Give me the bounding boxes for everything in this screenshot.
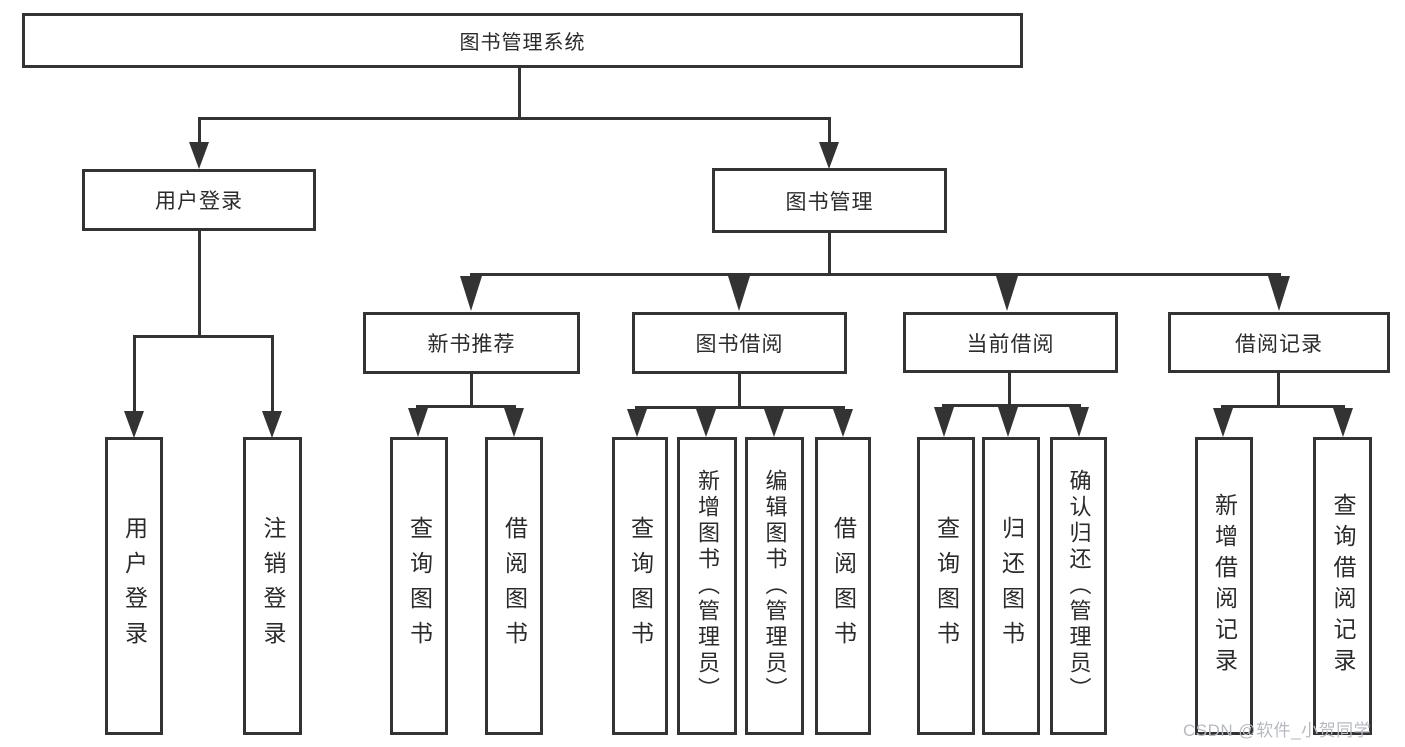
- connector-vline: [1277, 373, 1280, 407]
- node-user-login: 用户登录: [82, 169, 316, 231]
- leaf-add-borrow-record: 新增借阅记录: [1195, 437, 1253, 735]
- arrowhead-down: [124, 411, 144, 438]
- node-label: 借阅图书: [501, 516, 528, 656]
- connector-vline: [470, 374, 473, 407]
- node-label: 图书借阅: [695, 333, 784, 356]
- leaf-query-books-recommend: 查询图书: [390, 437, 448, 735]
- arrowhead-down: [998, 407, 1018, 437]
- arrowhead-down: [764, 409, 784, 437]
- node-label: 用户登录: [121, 516, 148, 656]
- arrowhead-down: [504, 408, 524, 437]
- leaf-query-books-current: 查询图书: [917, 437, 975, 735]
- csdn-watermark: CSDN @软件_小贺同学: [1183, 721, 1372, 740]
- leaf-query-books-borrow: 查询图书: [612, 437, 668, 735]
- connector-vline: [1008, 373, 1011, 406]
- connector-hline: [416, 405, 516, 408]
- leaf-borrow-books-recommend: 借阅图书: [485, 437, 543, 735]
- node-label: 新书推荐: [427, 333, 516, 356]
- node-label: 注销登录: [260, 516, 286, 656]
- arrowhead-down: [833, 409, 853, 437]
- arrowhead-down: [262, 411, 282, 438]
- connector-vline: [518, 68, 521, 118]
- arrowhead-down: [1268, 276, 1290, 311]
- leaf-return-books: 归还图书: [982, 437, 1040, 735]
- node-book-borrow: 图书借阅: [632, 312, 847, 374]
- arrowhead-down: [408, 408, 428, 437]
- node-label: 查询图书: [406, 516, 433, 656]
- leaf-borrow-books: 借阅图书: [815, 437, 871, 735]
- connector-hline: [942, 404, 1081, 407]
- node-book-management: 图书管理: [712, 168, 947, 233]
- connector-hline: [470, 273, 1281, 276]
- node-library-management-system: 图书管理系统: [22, 13, 1023, 68]
- node-label: 确认归还（管理员）: [1066, 469, 1092, 703]
- leaf-user-login: 用户登录: [105, 437, 163, 735]
- arrowhead-down: [1213, 408, 1233, 437]
- node-label: 用户登录: [155, 190, 243, 213]
- node-label: 借阅图书: [830, 516, 857, 656]
- node-label: 新增图书（管理员）: [695, 469, 720, 703]
- node-label: 编辑图书（管理员）: [762, 469, 788, 703]
- arrowhead-down: [696, 409, 716, 437]
- connector-vline: [828, 117, 831, 144]
- connector-vline: [271, 335, 274, 413]
- node-label: 新增借阅记录: [1211, 493, 1238, 679]
- leaf-add-books-admin: 新增图书（管理员）: [677, 437, 737, 735]
- connector-vline: [133, 335, 136, 413]
- node-label: 当前借阅: [966, 332, 1055, 356]
- leaf-edit-books-admin: 编辑图书（管理员）: [745, 437, 804, 735]
- connector-hline: [198, 117, 831, 120]
- arrowhead-down: [728, 276, 750, 311]
- leaf-logout: 注销登录: [243, 437, 302, 735]
- arrowhead-down: [1069, 407, 1089, 437]
- node-label: 归还图书: [998, 516, 1025, 656]
- arrowhead-down: [996, 276, 1018, 311]
- leaf-query-borrow-record: 查询借阅记录: [1313, 437, 1372, 735]
- node-new-book-recommend: 新书推荐: [363, 312, 580, 374]
- node-borrow-records: 借阅记录: [1168, 312, 1390, 373]
- node-label: 图书管理系统: [459, 32, 586, 54]
- arrowhead-down: [934, 407, 954, 437]
- connector-vline: [828, 233, 831, 274]
- connector-hline: [635, 406, 845, 409]
- connector-hline: [133, 335, 274, 338]
- node-label: 查询图书: [627, 516, 654, 656]
- connector-vline: [738, 374, 741, 408]
- node-current-borrow: 当前借阅: [903, 312, 1118, 373]
- node-label: 借阅记录: [1235, 332, 1323, 356]
- arrowhead-down: [189, 142, 209, 169]
- arrowhead-down: [1333, 408, 1353, 437]
- connector-hline: [1221, 405, 1345, 408]
- node-label: 查询图书: [933, 516, 960, 656]
- arrowhead-down: [819, 142, 839, 169]
- node-label: 图书管理: [785, 190, 874, 214]
- arrowhead-down: [460, 276, 482, 311]
- node-label: 查询借阅记录: [1330, 493, 1356, 679]
- connector-vline: [198, 117, 201, 144]
- arrowhead-down: [627, 409, 647, 437]
- leaf-confirm-return-admin: 确认归还（管理员）: [1050, 437, 1107, 735]
- connector-vline: [198, 231, 201, 336]
